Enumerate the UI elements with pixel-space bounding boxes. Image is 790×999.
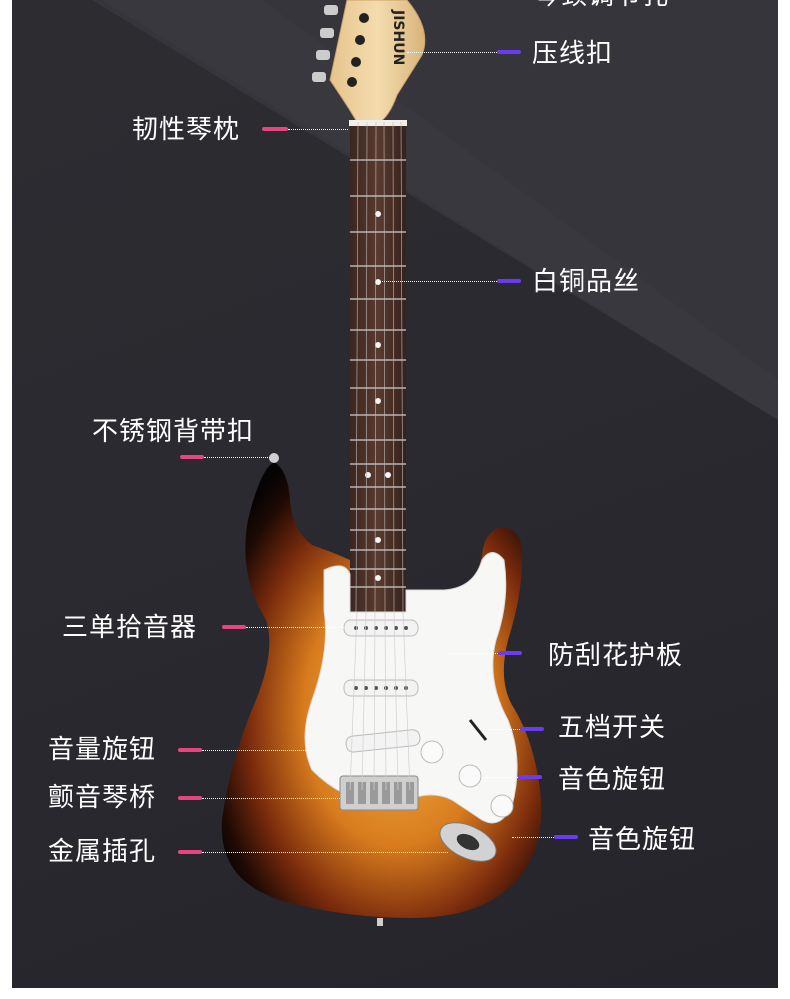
leader-output-jack xyxy=(202,852,448,853)
label-strap-button: 不锈钢背带扣 xyxy=(92,417,255,447)
fretboard xyxy=(349,120,407,613)
label-tone-knob-1: 音色旋钮 xyxy=(558,765,667,795)
leader-tone-knob-1 xyxy=(482,777,518,778)
leader-nut xyxy=(288,129,348,130)
label-frets: 白铜品丝 xyxy=(532,267,641,297)
marker-tremolo-bridge xyxy=(178,796,202,800)
label-pickguard: 防刮花护板 xyxy=(548,641,684,671)
label-string-retainer: 压线扣 xyxy=(532,39,614,69)
leader-frets xyxy=(380,281,497,282)
marker-pickups xyxy=(222,625,246,629)
product-feature-banner: JISHUN xyxy=(12,0,778,988)
label-switch: 五档开关 xyxy=(558,713,667,743)
label-nut: 韧性琴枕 xyxy=(132,115,241,145)
control-knobs xyxy=(420,740,514,818)
nut xyxy=(349,120,407,126)
leader-strap-button xyxy=(204,457,270,458)
marker-volume-knob xyxy=(178,748,202,752)
leader-switch xyxy=(490,729,520,730)
marker-pickguard xyxy=(498,651,522,655)
leader-volume-knob xyxy=(202,750,312,751)
label-tremolo-bridge: 颤音琴桥 xyxy=(48,783,157,813)
marker-frets xyxy=(497,279,521,283)
guitar-body xyxy=(221,453,542,926)
leader-tone-knob-2 xyxy=(512,837,554,838)
marker-nut xyxy=(262,127,288,131)
marker-switch xyxy=(520,727,544,731)
tremolo-bridge xyxy=(339,775,419,811)
marker-tone-knob-2 xyxy=(554,835,578,839)
leader-pickguard xyxy=(450,653,498,654)
marker-output-jack xyxy=(178,850,202,854)
leader-string-retainer xyxy=(407,52,497,53)
pickups xyxy=(343,619,421,753)
leader-tremolo-bridge xyxy=(202,798,340,799)
label-pickups: 三单拾音器 xyxy=(62,613,198,643)
marker-string-retainer xyxy=(497,50,521,54)
background-diagonal xyxy=(92,0,778,420)
five-way-switch xyxy=(468,719,488,741)
strap-button xyxy=(269,453,279,463)
brand-logo: JISHUN xyxy=(390,9,406,65)
label-output-jack: 金属插孔 xyxy=(48,837,157,867)
headstock: JISHUN xyxy=(312,0,426,123)
label-volume-knob: 音量旋钮 xyxy=(48,735,157,765)
guitar-illustration: JISHUN xyxy=(221,0,542,926)
leader-pickups xyxy=(246,627,346,628)
label-truss-rod-hole: 琴颈调节孔 xyxy=(534,0,669,12)
label-tone-knob-2: 音色旋钮 xyxy=(588,825,697,855)
output-jack xyxy=(439,822,497,862)
marker-strap-button xyxy=(180,455,204,459)
marker-tone-knob-1 xyxy=(518,775,542,779)
